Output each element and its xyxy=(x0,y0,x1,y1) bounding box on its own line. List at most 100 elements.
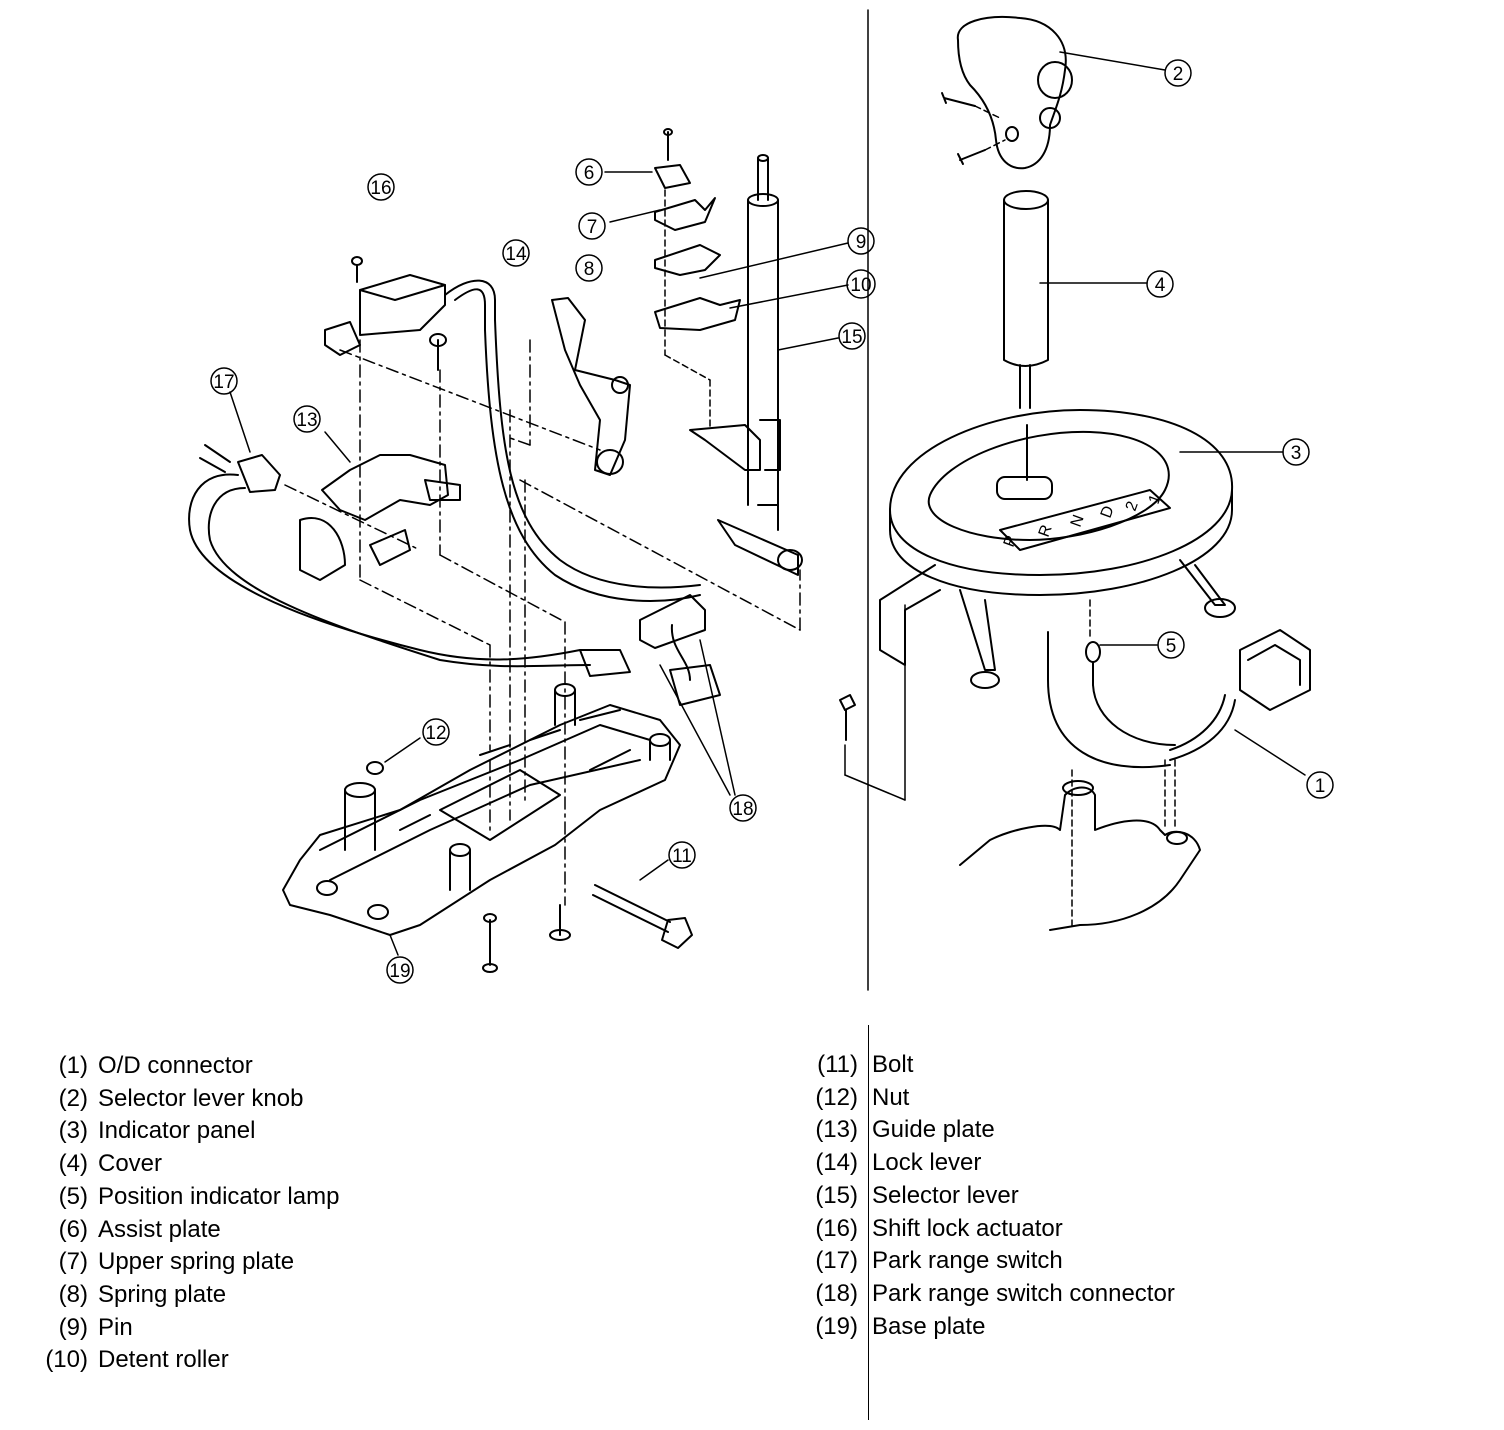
legend-text: Nut xyxy=(872,1083,910,1111)
legend-text: Cover xyxy=(98,1150,163,1178)
callout-number: 8 xyxy=(584,259,595,280)
legend-item: (3) Indicator panel xyxy=(30,1115,339,1148)
legend-item: (16)Shift lock actuator xyxy=(800,1213,1175,1246)
legend-item: (19)Base plate xyxy=(800,1311,1175,1344)
callout-number: 9 xyxy=(856,232,867,253)
legend-text: Lock lever xyxy=(872,1149,982,1177)
leader-lines xyxy=(229,51,1306,956)
legend-number: (18) xyxy=(815,1279,858,1307)
legend-number: (9) xyxy=(58,1313,88,1341)
legend-number: (10) xyxy=(45,1346,88,1374)
legend-item: (13) Guide plate xyxy=(800,1114,1175,1147)
indicator-panel xyxy=(844,409,1236,801)
legend-text: O/D connector xyxy=(98,1052,253,1079)
legend-item: (4) Cover xyxy=(30,1148,339,1181)
legend-text: Park range switch xyxy=(872,1247,1063,1275)
legend-item: (18) Park range switch connector xyxy=(800,1278,1175,1311)
callout-11: 11 xyxy=(668,841,696,869)
callout-number: 13 xyxy=(296,410,317,431)
guide-plate xyxy=(299,333,461,581)
park-range-switch xyxy=(188,444,721,706)
callout-8: 8 xyxy=(575,254,603,282)
callout-6: 6 xyxy=(575,158,603,186)
callout-number: 19 xyxy=(389,961,410,982)
legend-number: (7) xyxy=(58,1248,88,1276)
legend-number: (2) xyxy=(58,1084,88,1112)
legend-item: (8)Spring plate xyxy=(30,1279,339,1312)
legend-number: (12) xyxy=(815,1083,858,1111)
callout-number: 11 xyxy=(672,846,692,867)
bolt-11 xyxy=(592,884,693,949)
callout-number: 3 xyxy=(1291,443,1302,464)
legend-text: Park range switch connector xyxy=(872,1279,1175,1307)
legend-text: Guide plate xyxy=(872,1116,995,1144)
callout-14: 14 xyxy=(502,239,530,267)
od-connector xyxy=(1164,629,1311,831)
legend-item: (2) Selector lever knob xyxy=(30,1083,339,1116)
callout-number: 2 xyxy=(1173,64,1184,85)
legend-item: (17) Park range switch xyxy=(800,1245,1175,1278)
callout-number: 4 xyxy=(1155,275,1166,296)
callout-9: 9 xyxy=(847,227,875,255)
legend-text: Position indicator lamp xyxy=(98,1182,340,1210)
exploded-view-diagram: P R N D 2 1 xyxy=(188,9,1334,991)
legend-text: Base plate xyxy=(872,1312,986,1340)
legend-right-column: (11)Bolt(12) Nut (13) Guide plate (14) Lock l… xyxy=(800,1049,1175,1343)
legend-number: (17) xyxy=(815,1247,858,1275)
callout-13: 13 xyxy=(293,405,321,433)
legend-number: (4) xyxy=(58,1150,88,1178)
legend-text: Shift lock actuator xyxy=(872,1214,1063,1242)
legend-number: (5) xyxy=(58,1182,88,1210)
legend-number: (14) xyxy=(815,1149,858,1177)
callout-2: 2 xyxy=(1164,59,1192,87)
callout-4: 4 xyxy=(1146,270,1174,298)
callout-12: 12 xyxy=(422,718,450,746)
callout-15: 15 xyxy=(838,322,866,350)
callout-number: 1 xyxy=(1315,776,1326,797)
legend-divider xyxy=(868,1025,869,1420)
spring-plates xyxy=(654,128,741,431)
callout-number: 5 xyxy=(1166,636,1177,657)
legend-text: Pin xyxy=(98,1313,133,1341)
legend-item: (11)Bolt xyxy=(800,1049,1175,1082)
legend-item: (15)Selector lever xyxy=(800,1180,1175,1213)
phantom-lines xyxy=(284,339,801,906)
legend-item: (6)Assist plate xyxy=(30,1214,339,1247)
legend-text: Selector lever xyxy=(872,1181,1019,1209)
gear-letter: R xyxy=(1036,523,1056,540)
callout-1: 1 xyxy=(1306,771,1334,799)
callout-17: 17 xyxy=(210,367,238,395)
callout-number: 12 xyxy=(425,723,446,744)
cover-tube xyxy=(1003,190,1049,409)
shift-lock-actuator xyxy=(324,256,701,602)
legend-number: (3) xyxy=(58,1117,88,1145)
legend-number: (13) xyxy=(815,1116,858,1144)
callout-number: 7 xyxy=(587,217,598,238)
callout-3: 3 xyxy=(1282,438,1310,466)
bottom-screws xyxy=(482,694,856,973)
legend-item: (10)Detent roller xyxy=(30,1344,339,1377)
legend-text: Indicator panel xyxy=(98,1117,256,1145)
callout-10: 10 xyxy=(846,269,876,299)
legend-item: (7)Upper spring plate xyxy=(30,1246,339,1279)
callout-16: 16 xyxy=(367,173,395,201)
callout-number: 16 xyxy=(370,178,391,199)
callout-18: 18 xyxy=(729,794,757,822)
position-lamp xyxy=(1047,599,1176,769)
callout-19: 19 xyxy=(386,956,414,984)
legend-number: (6) xyxy=(58,1215,88,1243)
callout-7: 7 xyxy=(578,212,606,240)
legend-text: Selector lever knob xyxy=(98,1084,304,1112)
gear-letter: D xyxy=(1098,504,1118,521)
console-base-right xyxy=(959,769,1201,931)
callout-number: 18 xyxy=(732,799,753,820)
callout-number: 15 xyxy=(841,327,862,348)
selector-lever-shaft xyxy=(689,154,803,576)
callout-number: 14 xyxy=(505,244,527,265)
callout-number: 6 xyxy=(584,163,595,184)
callout-5: 5 xyxy=(1157,631,1185,659)
selector-lever-knob xyxy=(941,16,1073,170)
legend-text: Bolt xyxy=(872,1051,914,1078)
callout-number: 17 xyxy=(213,372,234,393)
base-plate xyxy=(282,683,681,936)
